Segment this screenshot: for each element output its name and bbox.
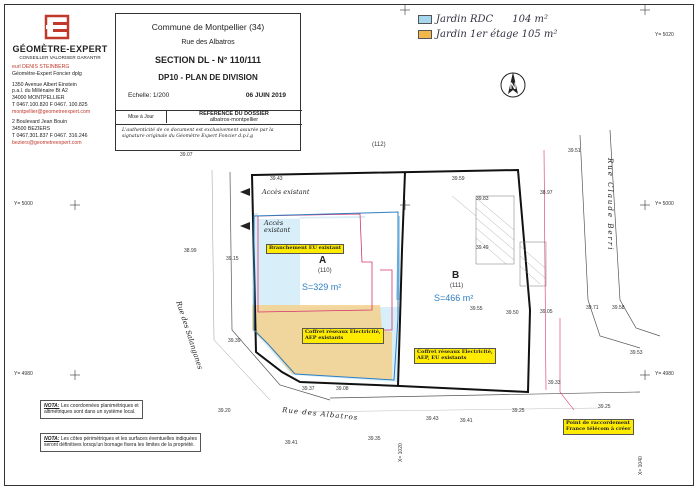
section-title: SECTION DL - N° 110/111 [155, 55, 261, 65]
lot-b-area: S=466 m² [434, 293, 474, 303]
phone2: T 0467.301.837 F 0467. 316.246 [12, 132, 88, 139]
access-existing-1: Accès existant [262, 188, 310, 196]
parcel-112: (112) [372, 142, 386, 148]
surveyor-name: eurl DENIS STEINBERG [12, 64, 70, 70]
scale: Echelle: 1/200 [128, 92, 170, 99]
lot-a-letter: A [319, 255, 327, 266]
sheet-frame [4, 4, 694, 486]
spot-height: 39.43 [426, 416, 439, 422]
spot-height: 39.07 [180, 152, 193, 158]
phone1: T 0467.100.820 F 0467. 100.825 [12, 101, 88, 108]
lot-b-letter: B [452, 270, 460, 281]
callout-coffret-b: Coffret réseaux Electricité, AEP, EU exi… [414, 348, 496, 364]
street-title: Rue des Albatros [181, 39, 235, 46]
note-coordinates: NOTA: Les coordonnées planimétriques et … [40, 400, 143, 419]
callout-eu: Branchement EU existant [266, 244, 345, 254]
note-boundaries: NOTA: Les côtes périmétriques et les sur… [40, 433, 202, 452]
grid-y4980-right: Y= 4980 [655, 371, 674, 377]
legend-item-etage: Jardin 1er étage 105 m² [418, 29, 557, 40]
email2-link[interactable]: beziers@geometreexpert.com [12, 139, 82, 146]
title-block: Commune de Montpellier (34) Rue des Alba… [115, 13, 302, 151]
grid-x1020: X= 1020 [398, 443, 404, 462]
spot-height: 39.71 [586, 305, 599, 311]
spot-height: 39.41 [460, 418, 473, 424]
email1-link[interactable]: montpellier@geometreexpert.com [12, 108, 91, 115]
ref-label: REFERENCE DU DOSSIER [166, 110, 302, 118]
address2-line1: 2 Boulevard Jean Bouin [12, 119, 68, 126]
spot-height: 39.83 [476, 196, 489, 202]
legend-swatch-etage [418, 30, 432, 39]
grid-x1040: X= 1040 [638, 456, 644, 475]
spot-height: 39.53 [630, 350, 643, 356]
spot-height: 39.49 [476, 245, 489, 251]
grid-y5020-right: Y= 5020 [655, 32, 674, 38]
legend-swatch-rdc [418, 15, 432, 24]
spot-height: 39.15 [226, 256, 239, 262]
update-label: Mise à Jour [116, 110, 167, 123]
grid-y5000-right: Y= 5000 [655, 201, 674, 207]
geometre-expert-logo [44, 14, 70, 40]
spot-height: 39.25 [598, 404, 611, 410]
firm-tagline: CONSEILLER VALORISER GARANTIR [19, 55, 101, 60]
spot-height: 39.33 [548, 380, 561, 386]
spot-height: 39.39 [228, 338, 241, 344]
callout-telecom: Point de raccordement France télécom à c… [563, 419, 634, 435]
spot-height: 39.58 [612, 305, 625, 311]
plan-title: DP10 - PLAN DE DIVISION [158, 73, 258, 82]
spot-height: 39.50 [506, 310, 519, 316]
spot-height: 39.55 [470, 306, 483, 312]
spot-height: 38.97 [540, 190, 553, 196]
spot-height: 39.37 [302, 386, 315, 392]
firm-name: GÉOMÈTRE-EXPERT [12, 44, 108, 54]
address1-line2: p.a.l. du Millénaire Bt A2 [12, 88, 68, 95]
authenticity-notice: L'authenticité de ce document est exclus… [122, 128, 274, 140]
callout-coffret-a: Coffret réseaux Electricité, AEP existan… [302, 328, 384, 344]
lot-a-parcel: (110) [318, 268, 332, 274]
ref-value: albatros-montpellier [209, 117, 259, 123]
spot-height: 39.20 [218, 408, 231, 414]
spot-height: 39.51 [568, 148, 581, 154]
spot-height: 38.99 [184, 248, 197, 254]
spot-height: 39.08 [336, 386, 349, 392]
grid-y4980-left: Y= 4980 [14, 371, 33, 377]
address1-line1: 1350 Avenue Albert Einstein [12, 81, 77, 88]
spot-height: 39.43 [270, 176, 283, 182]
spot-height: 39.59 [452, 176, 465, 182]
svg-text:N: N [510, 81, 517, 91]
grid-y5000-left: Y= 5000 [14, 201, 33, 207]
street-claude-berri: Rue Claude Berri [606, 158, 614, 252]
spot-height: 39.25 [512, 408, 525, 414]
surveyor-title: Géomètre-Expert Foncier dplg [12, 70, 82, 77]
address1-line3: 34000 MONTPELLIER [12, 95, 65, 101]
address2-line2: 34500 BEZIERS [12, 126, 51, 132]
lot-b-parcel: (111) [450, 283, 464, 289]
north-arrow-icon: N [500, 72, 526, 98]
commune: Commune de Montpellier (34) [151, 22, 265, 32]
legend-item-rdc: Jardin RDC 104 m² [418, 14, 557, 25]
firm-contacts: eurl DENIS STEINBERG Géomètre-Expert Fon… [12, 64, 112, 146]
access-existing-2: Accès existant [264, 219, 291, 234]
spot-height: 39.41 [285, 440, 298, 446]
legend: Jardin RDC 104 m² Jardin 1er étage 105 m… [418, 14, 557, 40]
spot-height: 39.35 [368, 436, 381, 442]
spot-height: 39.05 [540, 309, 553, 315]
date: 06 JUIN 2019 [245, 92, 286, 99]
lot-a-area: S=329 m² [302, 282, 342, 292]
